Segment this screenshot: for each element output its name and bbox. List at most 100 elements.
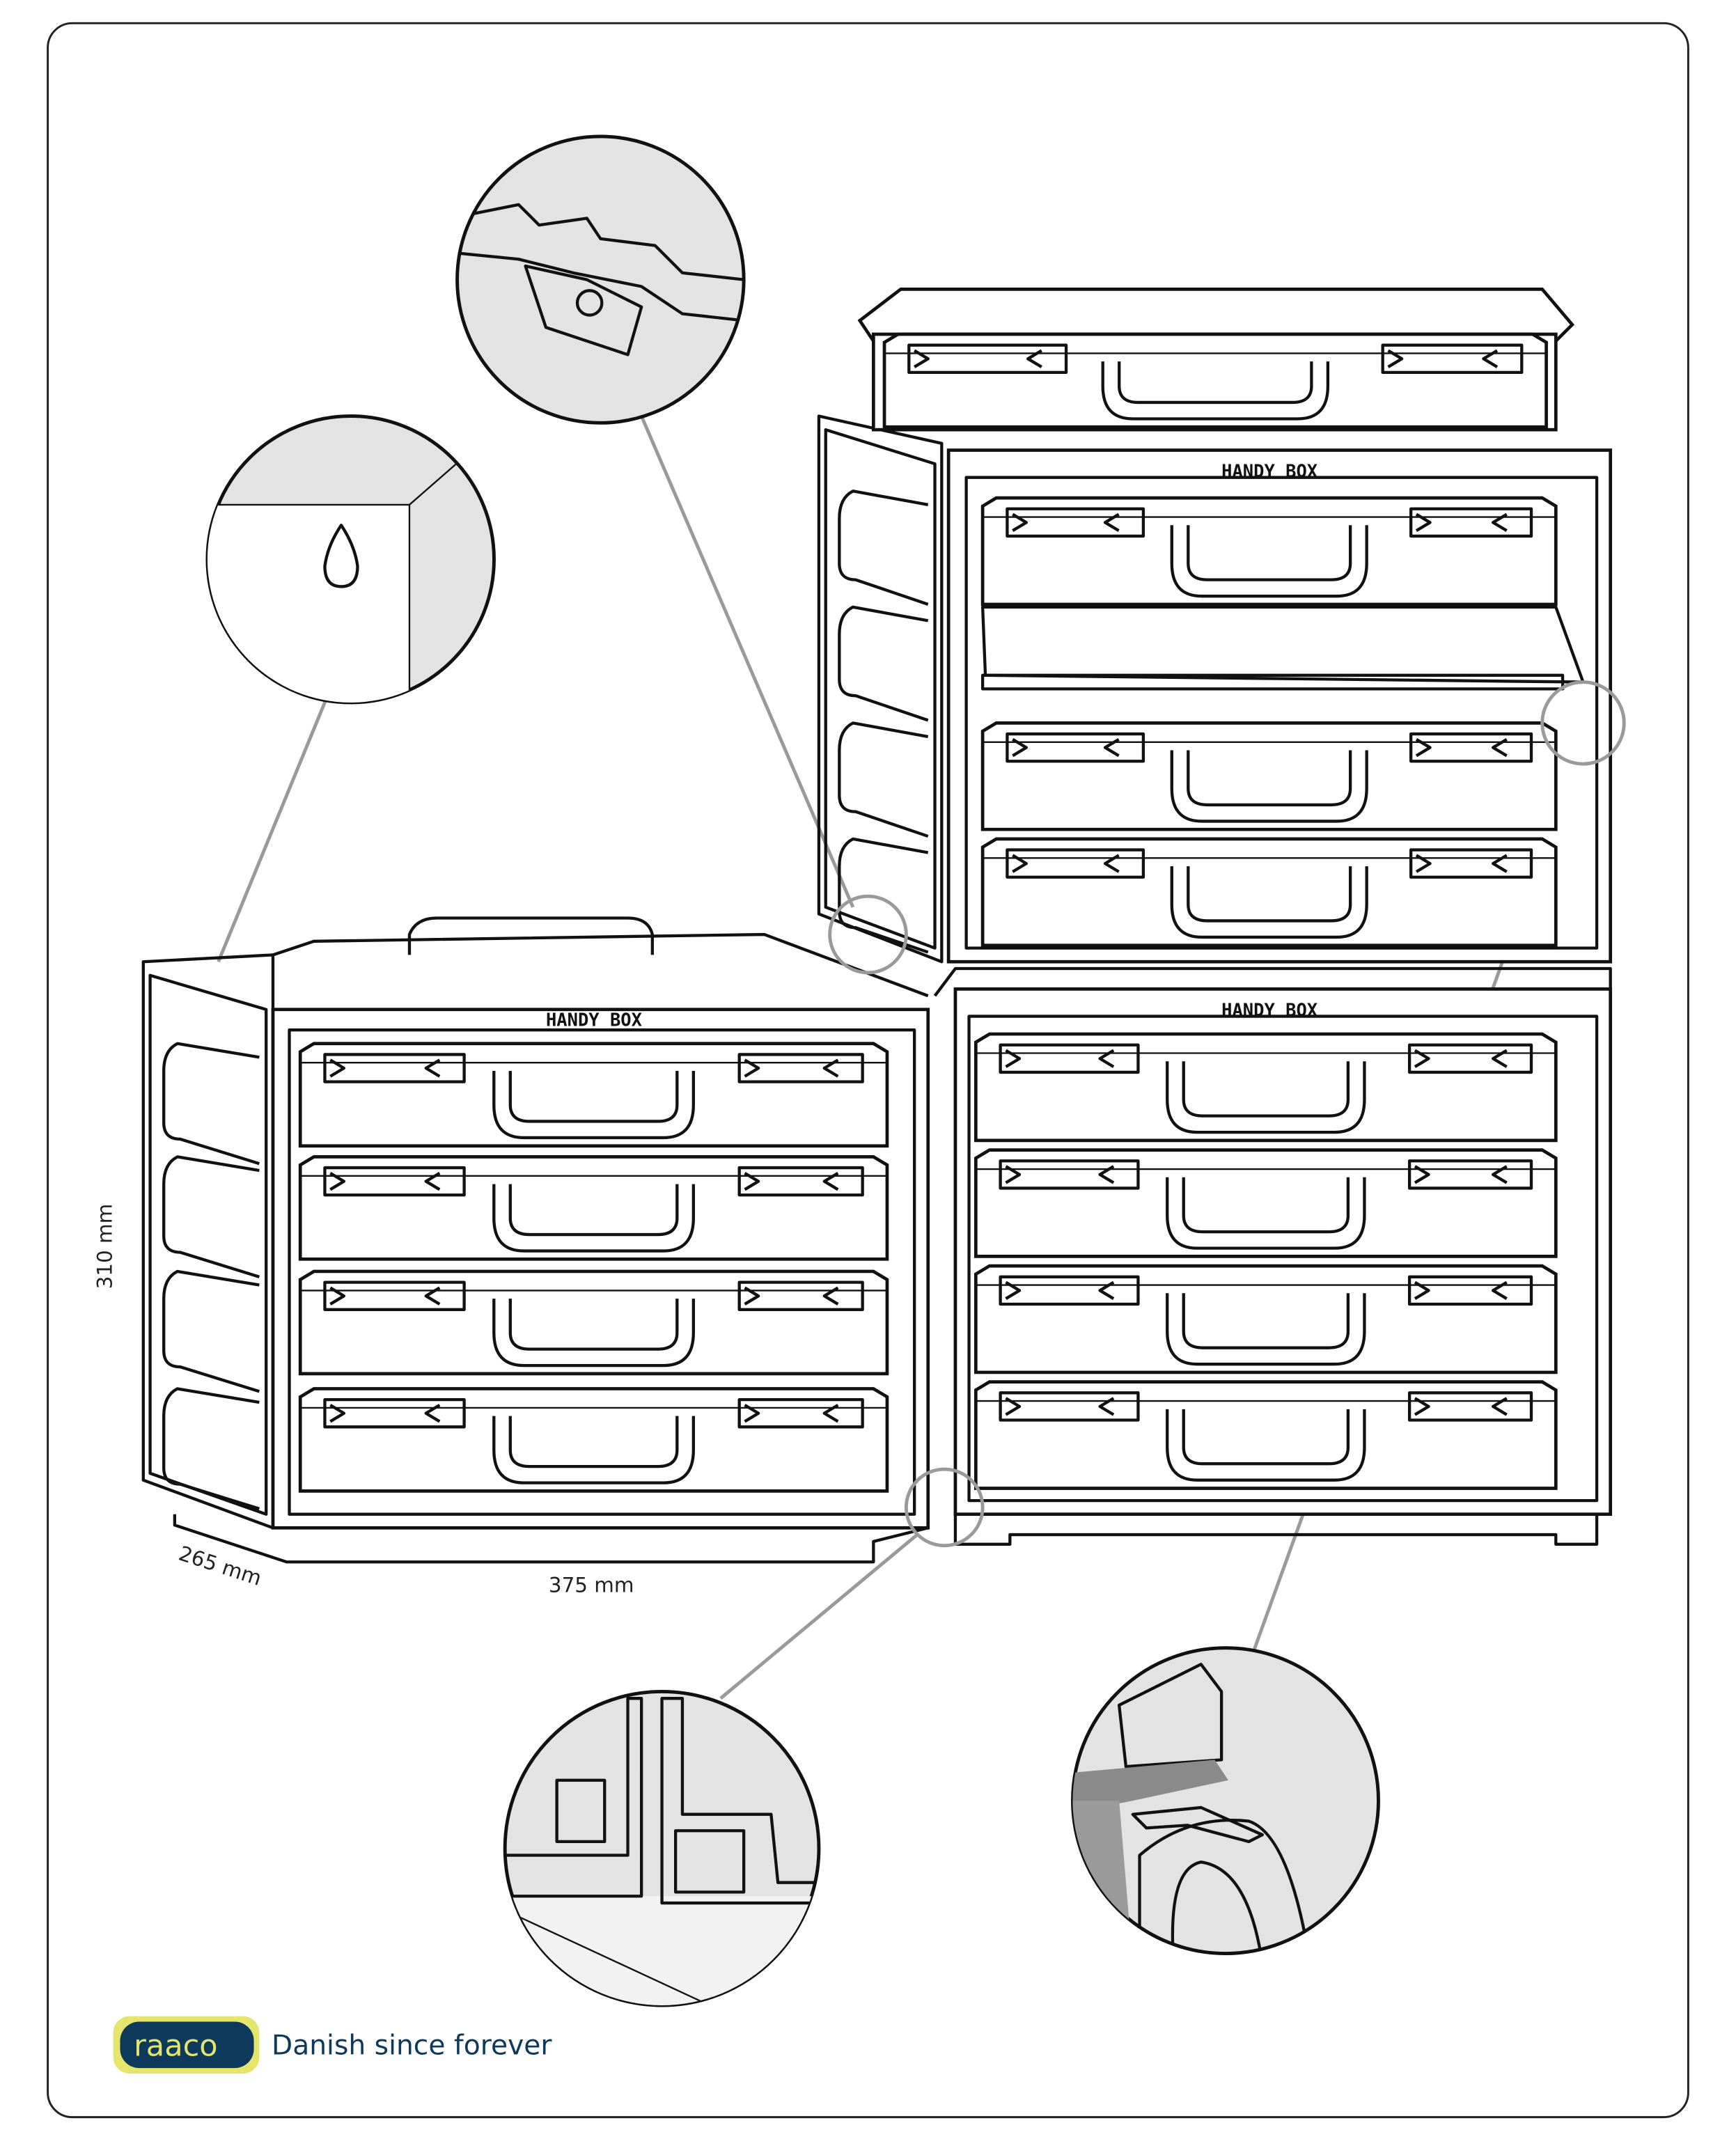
drawer-case xyxy=(298,1269,889,1376)
latch xyxy=(737,1053,864,1083)
latch-arrow-icon xyxy=(1012,512,1120,532)
latch xyxy=(1006,848,1145,879)
handle-inner xyxy=(508,1070,679,1123)
latch xyxy=(1409,848,1533,879)
tagline: Danish since forever xyxy=(272,2030,552,2062)
right-top-handybox-unit: HANDY BOX xyxy=(817,414,1613,964)
drawer-case xyxy=(980,721,1558,831)
height-dimension-label: 310 mm xyxy=(93,1204,117,1290)
width-dimension-label: 375 mm xyxy=(549,1573,634,1597)
drawer-case xyxy=(973,1148,1558,1258)
latch-arrow-icon xyxy=(1005,1280,1115,1300)
drawer-case xyxy=(298,1387,889,1493)
latch xyxy=(1409,507,1533,538)
case-body xyxy=(973,1380,1558,1490)
handle-inner xyxy=(1182,1177,1350,1234)
right-bottom-handybox-unit: HANDY BOX xyxy=(933,966,1613,1546)
latch xyxy=(999,1159,1140,1190)
handle-inner xyxy=(1187,750,1352,807)
latch xyxy=(1006,507,1145,538)
latch-arrow-icon xyxy=(1415,738,1508,758)
latch-arrow-icon xyxy=(329,1172,441,1191)
drawer-case xyxy=(980,496,1558,606)
latch xyxy=(737,1397,864,1429)
carry-handle xyxy=(492,1070,695,1140)
case-body xyxy=(980,721,1558,831)
drawer-case xyxy=(973,1380,1558,1490)
detail-stacking-clip xyxy=(455,134,746,425)
latch-arrow-icon xyxy=(1005,1165,1115,1184)
carry-handle xyxy=(1170,525,1368,598)
detail-marker-hinge xyxy=(1540,680,1626,766)
carry-handle xyxy=(492,1184,695,1253)
latch xyxy=(323,1053,466,1083)
latch-arrow-icon xyxy=(1005,1049,1115,1068)
drawer-case xyxy=(973,1032,1558,1143)
latch-arrow-icon xyxy=(744,1286,839,1306)
top-loose-case xyxy=(857,287,1575,432)
carry-handle xyxy=(1166,1293,1366,1366)
case-body xyxy=(980,837,1558,948)
latch-arrow-icon xyxy=(744,1172,839,1191)
right-top-unit-brand-label: HANDY BOX xyxy=(1221,462,1317,483)
detail-marker-joint xyxy=(904,1467,985,1548)
handle-inner xyxy=(508,1416,679,1468)
handle-inner xyxy=(1187,525,1352,581)
drawer-case xyxy=(298,1042,889,1148)
left-handybox-unit: HANDY BOX xyxy=(141,916,930,1564)
logo-text: raaco xyxy=(134,2028,218,2063)
latch xyxy=(1407,1043,1533,1074)
case-body xyxy=(973,1148,1558,1258)
side-rail xyxy=(838,489,929,606)
latch xyxy=(1006,732,1145,763)
latch-arrow-icon xyxy=(1414,1049,1508,1068)
latch xyxy=(1381,343,1524,375)
latch-arrow-icon xyxy=(744,1404,839,1423)
latch xyxy=(323,1280,466,1311)
latch-arrow-icon xyxy=(1414,1397,1508,1416)
carry-handle xyxy=(1166,1177,1366,1250)
carry-handle xyxy=(1101,361,1330,421)
case-body xyxy=(298,1269,889,1376)
latch-arrow-icon xyxy=(1415,512,1508,532)
latch xyxy=(737,1166,864,1197)
side-rail xyxy=(838,837,929,954)
latch-arrow-icon xyxy=(1387,349,1499,368)
latch-arrow-icon xyxy=(1414,1165,1508,1184)
latch-arrow-icon xyxy=(329,1058,441,1078)
carry-handle xyxy=(1170,750,1368,823)
latch xyxy=(1407,1275,1533,1306)
case-body xyxy=(980,496,1558,606)
case-body xyxy=(298,1155,889,1261)
side-rail xyxy=(162,1269,260,1393)
drawer-case xyxy=(882,332,1548,429)
latch-arrow-icon xyxy=(914,349,1042,368)
drawer-case xyxy=(980,837,1558,948)
carry-handle xyxy=(492,1299,695,1368)
carry-handle xyxy=(1166,1409,1366,1482)
case-body xyxy=(298,1042,889,1148)
handle-inner xyxy=(508,1299,679,1351)
case-body xyxy=(298,1387,889,1493)
handle-inner xyxy=(1118,361,1313,405)
handle-inner xyxy=(508,1184,679,1237)
latch xyxy=(1407,1159,1533,1190)
latch xyxy=(737,1280,864,1311)
handle-inner xyxy=(1182,1293,1350,1349)
handle-inner xyxy=(1182,1409,1350,1466)
latch xyxy=(323,1397,466,1429)
latch-arrow-icon xyxy=(329,1286,441,1306)
latch-arrow-icon xyxy=(1005,1397,1115,1416)
latch-arrow-icon xyxy=(1414,1280,1508,1300)
latch xyxy=(907,343,1068,375)
detail-wall-mount-keyhole xyxy=(205,414,496,705)
handle-inner xyxy=(1182,1061,1350,1118)
side-rail xyxy=(162,1042,260,1166)
latch-arrow-icon xyxy=(1012,738,1120,758)
handle-inner xyxy=(1187,866,1352,923)
side-rail xyxy=(162,1155,260,1278)
latch xyxy=(999,1043,1140,1074)
case-body xyxy=(973,1032,1558,1143)
case-body xyxy=(973,1264,1558,1374)
